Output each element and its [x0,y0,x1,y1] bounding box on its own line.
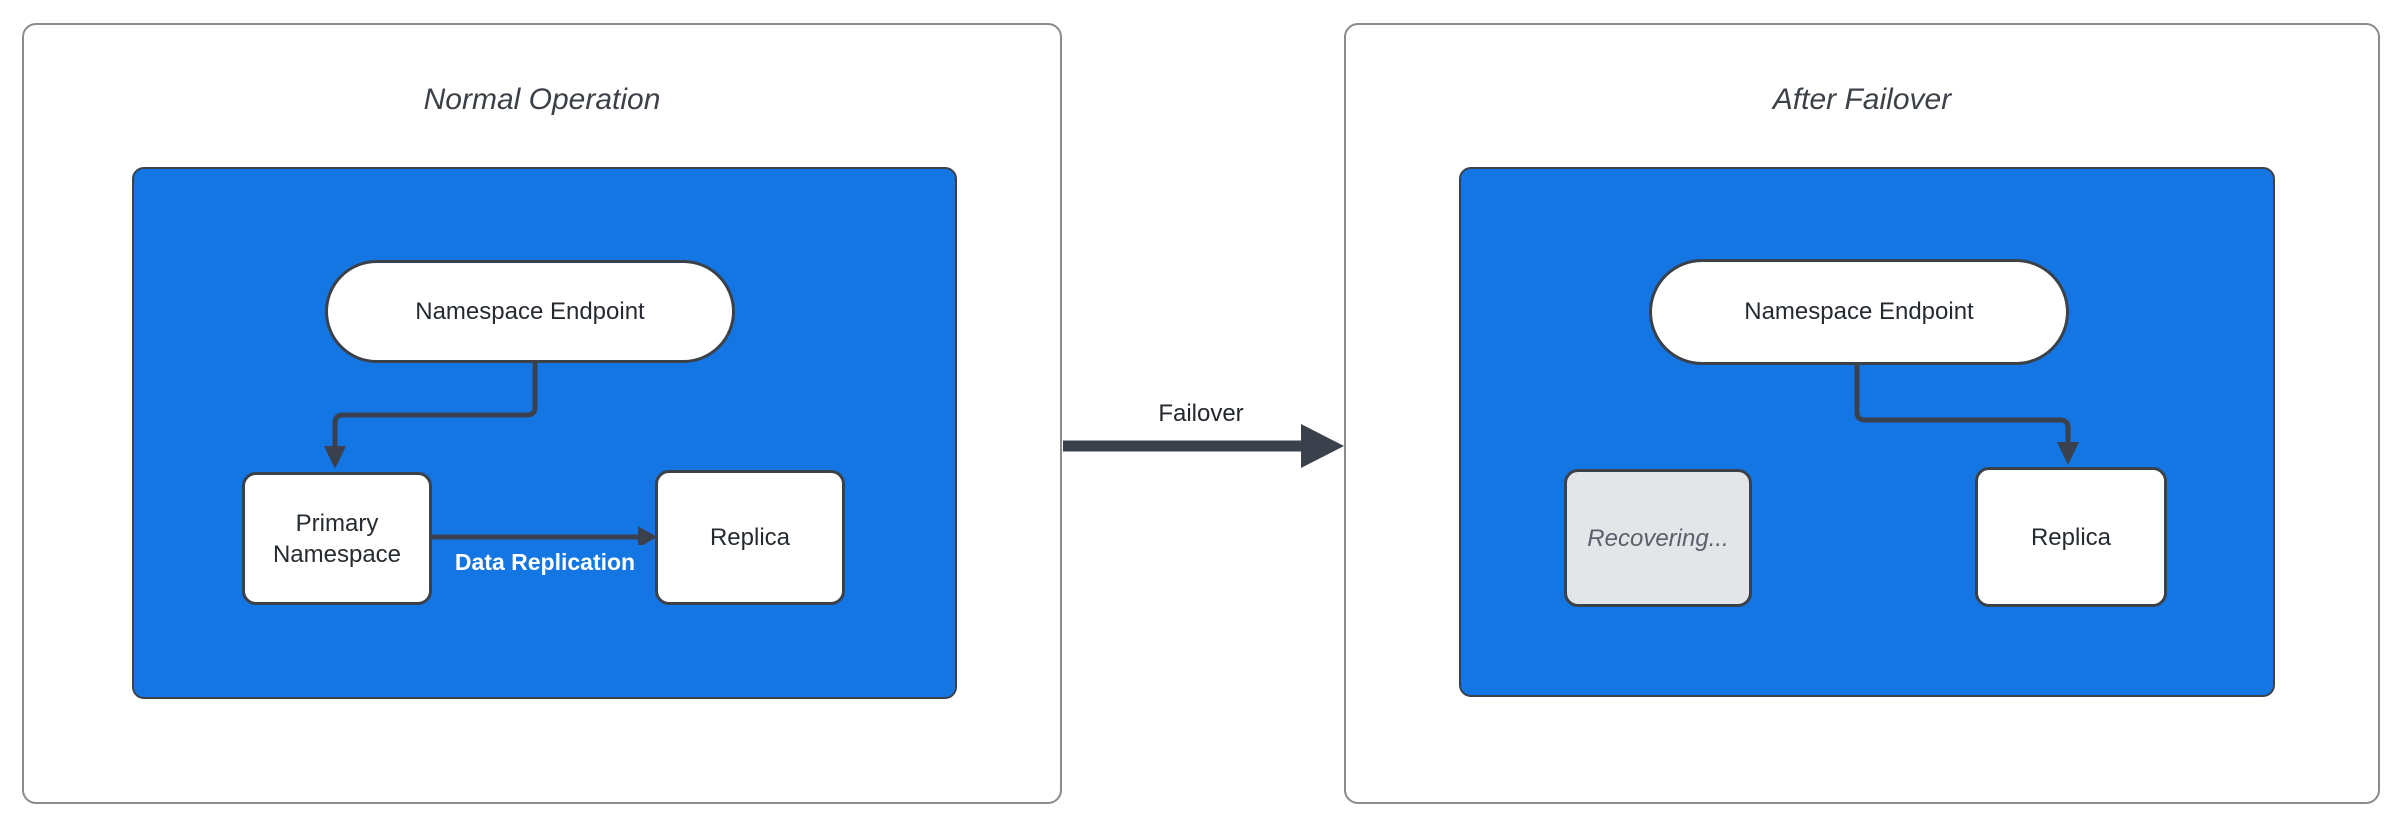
namespace-endpoint-label: Namespace Endpoint [1744,298,1974,325]
recovering-node: Recovering... [1564,469,1752,607]
panel-title-normal-operation: Normal Operation [423,83,661,116]
recovering-label: Recovering... [1587,524,1729,552]
replica-node: Replica [1975,467,2167,607]
namespace-endpoint-node: Namespace Endpoint [1649,259,2069,365]
namespace-endpoint-node: Namespace Endpoint [325,260,735,363]
namespace-container [1459,167,2275,697]
after-failover-panel: After Failover Namespace Endpoint Recove… [1344,23,2380,804]
panel-title-after-failover: After Failover [1772,83,1952,116]
primary-namespace-node: Primary Namespace [242,472,432,605]
primary-namespace-label: Primary Namespace [272,509,402,568]
namespace-container [132,167,957,699]
replica-node: Replica [655,470,845,605]
normal-operation-panel: Normal Operation Namespace Endpoint Prim… [22,23,1062,804]
failover-arrowhead-icon [1301,424,1344,468]
namespace-endpoint-label: Namespace Endpoint [415,297,645,325]
replica-label: Replica [2030,523,2112,551]
data-replication-edge-label: Data Replication [445,545,645,579]
replica-label: Replica [709,524,791,551]
failover-arrow-label: Failover [1101,398,1301,430]
